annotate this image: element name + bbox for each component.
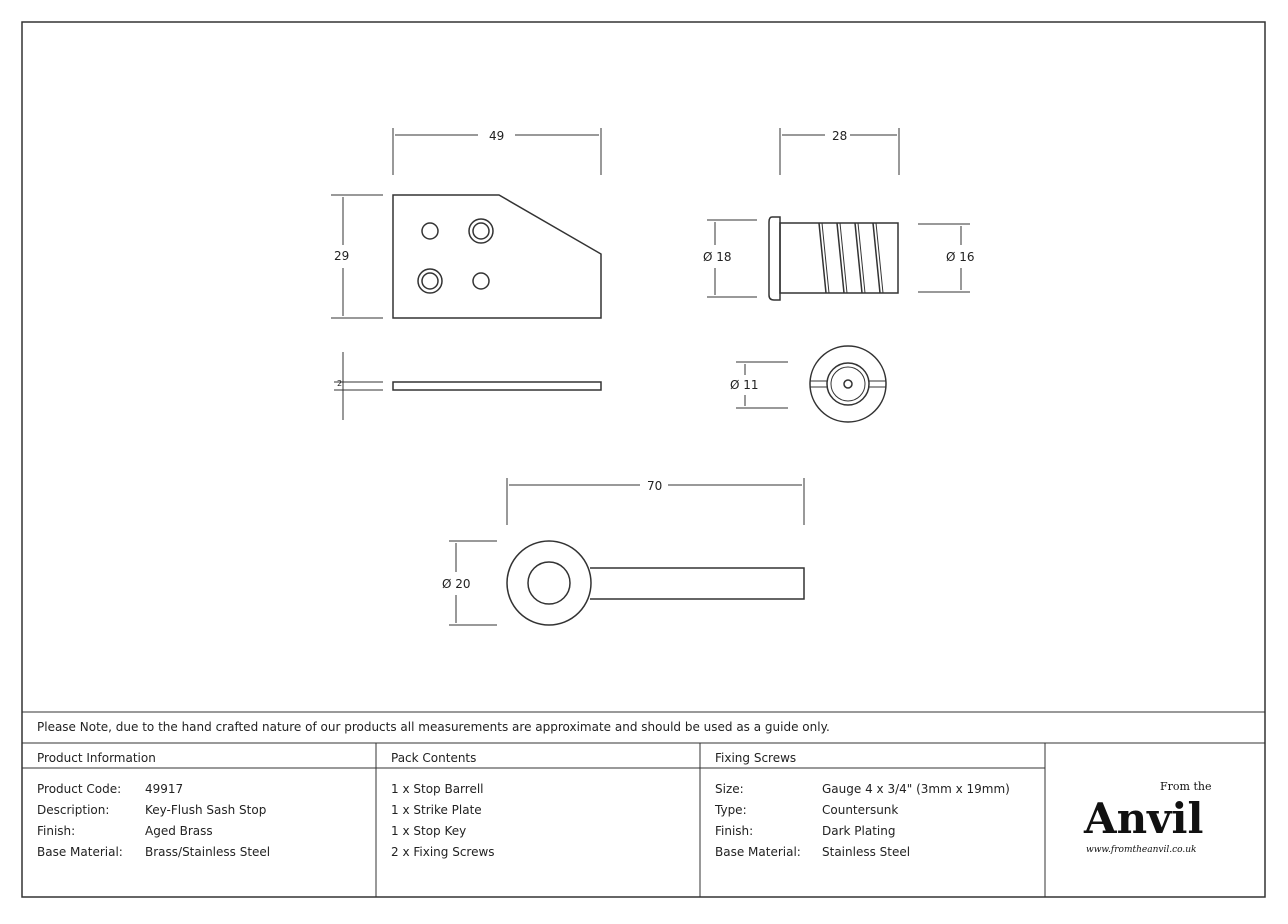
stop-barrel bbox=[768, 216, 899, 301]
strike-plate bbox=[392, 194, 602, 319]
fixing-screws-title: Fixing Screws bbox=[715, 751, 797, 765]
value: Dark Plating bbox=[822, 824, 896, 838]
dimension-plate-height bbox=[331, 194, 383, 319]
value: 49917 bbox=[145, 782, 184, 796]
disclaimer-note: Please Note, due to the hand crafted nat… bbox=[37, 720, 830, 734]
stop-barrel-end bbox=[809, 345, 887, 423]
value: Key-Flush Sash Stop bbox=[145, 803, 267, 817]
dimension-barrel-length bbox=[779, 128, 900, 175]
pack-contents-list: 1 x Stop Barrell 1 x Strike Plate 1 x St… bbox=[391, 779, 495, 863]
label: Finish: bbox=[37, 824, 76, 838]
product-information-labels: Product Code: Description: Finish: Base … bbox=[37, 779, 123, 863]
dim-label-plate-height: 29 bbox=[334, 249, 350, 263]
label: Size: bbox=[715, 782, 744, 796]
logo-brand: Anvil bbox=[1084, 794, 1204, 843]
value: Aged Brass bbox=[145, 824, 213, 838]
dimension-barrel-16 bbox=[918, 223, 970, 293]
dimension-barrel-11 bbox=[736, 361, 788, 409]
logo-url: www.fromtheanvil.co.uk bbox=[1086, 845, 1197, 855]
list-item: 2 x Fixing Screws bbox=[391, 845, 495, 859]
list-item: 1 x Stop Key bbox=[391, 824, 467, 838]
label: Base Material: bbox=[37, 845, 123, 859]
product-information-title: Product Information bbox=[37, 751, 156, 765]
dim-label-barrel-11: Ø 11 bbox=[730, 378, 759, 392]
list-item: 1 x Stop Barrell bbox=[391, 782, 484, 796]
dimension-plate-thickness bbox=[334, 352, 383, 420]
stop-key bbox=[506, 540, 805, 626]
value: Gauge 4 x 3/4" (3mm x 19mm) bbox=[822, 782, 1010, 796]
fixing-screws-labels: Size: Type: Finish: Base Material: bbox=[715, 779, 801, 863]
dim-label-barrel-length: 28 bbox=[832, 129, 848, 143]
dim-label-plate-width: 49 bbox=[489, 129, 505, 143]
dimension-barrel-18 bbox=[707, 219, 757, 298]
frame bbox=[21, 21, 1266, 898]
dimension-key-length bbox=[506, 478, 805, 525]
dimension-plate-width bbox=[392, 128, 602, 175]
dim-label-plate-thickness: 2 bbox=[337, 379, 343, 388]
value: Brass/Stainless Steel bbox=[145, 845, 271, 859]
dim-label-key-length: 70 bbox=[647, 479, 663, 493]
fixing-screws-values: Gauge 4 x 3/4" (3mm x 19mm) Countersunk … bbox=[822, 779, 1010, 863]
dim-label-barrel-18: Ø 18 bbox=[703, 250, 732, 264]
label: Base Material: bbox=[715, 845, 801, 859]
value: Stainless Steel bbox=[822, 845, 911, 859]
label: Product Code: bbox=[37, 782, 122, 796]
dim-label-key-20: Ø 20 bbox=[442, 577, 471, 591]
brand-logo: From the Anvil www.fromtheanvil.co.uk bbox=[1080, 780, 1240, 870]
value: Countersunk bbox=[822, 803, 899, 817]
product-information-values: 49917 Key-Flush Sash Stop Aged Brass Bra… bbox=[145, 779, 270, 863]
logo-small: From the bbox=[1160, 780, 1212, 793]
label: Finish: bbox=[715, 824, 754, 838]
strike-plate-side bbox=[392, 381, 602, 391]
list-item: 1 x Strike Plate bbox=[391, 803, 482, 817]
dim-label-barrel-16: Ø 16 bbox=[946, 250, 975, 264]
dimension-key-20 bbox=[449, 540, 497, 626]
label: Type: bbox=[715, 803, 747, 817]
pack-contents-title: Pack Contents bbox=[391, 751, 477, 765]
label: Description: bbox=[37, 803, 110, 817]
